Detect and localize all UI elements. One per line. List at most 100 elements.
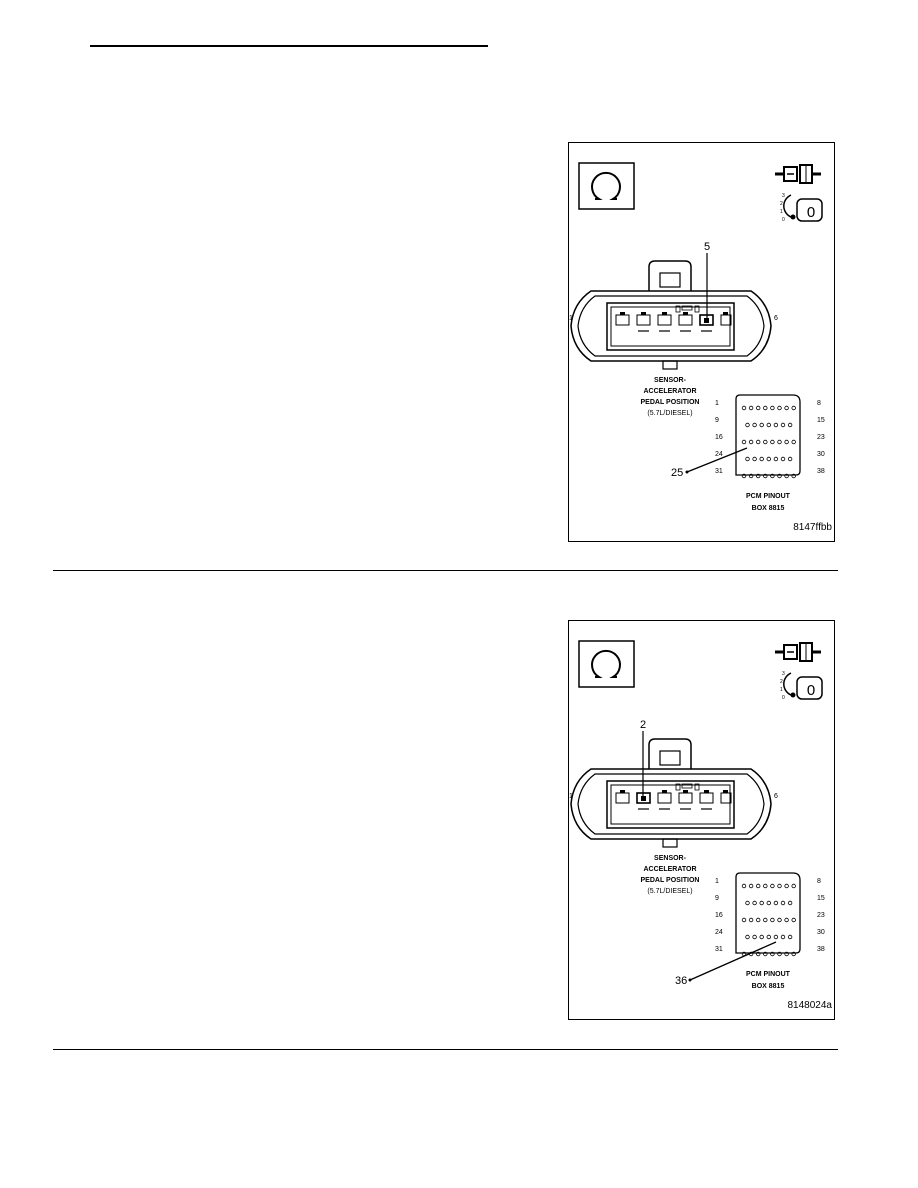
pcm-row-left-5: 31 <box>715 946 723 953</box>
connector-cavity-5 <box>699 790 714 804</box>
disconnect-icon <box>775 164 821 184</box>
pcm-pin-hole <box>777 951 782 957</box>
pcm-pin-hole <box>745 422 750 428</box>
ignition-position: 0 <box>807 682 815 699</box>
pcm-title-line-1: PCM PINOUT <box>746 493 791 500</box>
connector-name: SENSOR- ACCELERATOR PEDAL POSITION (5.7L… <box>641 377 700 417</box>
pcm-pin-hole <box>763 951 768 957</box>
pcm-pin-hole <box>755 917 761 923</box>
pcm-row-left-5: 31 <box>715 468 723 475</box>
pcm-pin-hole <box>770 917 775 923</box>
pcm-row-right-4: 30 <box>817 451 825 458</box>
pcm-row-right-1: 8 <box>817 878 821 885</box>
pcm-pin-hole <box>770 405 775 411</box>
ignition-position: 0 <box>807 204 815 221</box>
connector-left-pin-label: 1 <box>569 793 573 800</box>
connector-name-line-2: ACCELERATOR <box>643 866 696 873</box>
pcm-pin-hole <box>752 456 757 462</box>
pcm-pin-hole <box>787 422 793 428</box>
pcm-pinout-block <box>735 872 801 954</box>
pcm-pin-hole <box>777 473 782 479</box>
pcm-pin-hole <box>773 422 779 428</box>
pcm-pin-hole <box>773 456 779 462</box>
connector-cavity-2 <box>636 792 651 804</box>
connector-name-line-4: (5.7L/DIESEL) <box>647 410 692 417</box>
pcm-pin-hole <box>787 934 793 940</box>
pin-callout: 5 <box>704 241 710 253</box>
connector-cavity-3 <box>657 312 672 326</box>
connector-name-line-3: PEDAL POSITION <box>641 877 700 884</box>
pcm-pin-hole <box>763 405 768 411</box>
pcm-pin-hole <box>791 405 796 411</box>
pcm-pin-hole <box>748 917 754 923</box>
pcm-pin-hole <box>791 883 796 889</box>
pcm-row-left-2: 9 <box>715 895 719 902</box>
pcm-row-left-4: 24 <box>715 929 723 936</box>
pcm-pin-hole <box>770 473 775 479</box>
connector-name-line-2: ACCELERATOR <box>643 388 696 395</box>
pcm-pin-callout-leader <box>686 447 748 473</box>
ignition-scale-1: 1 <box>780 687 783 693</box>
pcm-pin-hole <box>755 951 761 957</box>
pcm-row-right-1: 8 <box>817 400 821 407</box>
pcm-row-labels: 1 9 16 24 31 8 15 23 30 38 <box>715 400 825 475</box>
pcm-pin-hole <box>770 951 775 957</box>
connector-name-line-4: (5.7L/DIESEL) <box>647 888 692 895</box>
ignition-scale-1: 1 <box>780 209 783 215</box>
ignition-scale-0: 0 <box>782 217 785 223</box>
pcm-row-right-3: 23 <box>817 434 825 441</box>
title-underline <box>90 45 488 47</box>
pcm-pin-grid <box>741 405 796 479</box>
pcm-pin-hole <box>748 439 754 445</box>
figure-id: 8147ffbb <box>793 522 832 533</box>
pcm-pin-hole <box>763 439 768 445</box>
pcm-pin-hole <box>773 934 779 940</box>
pcm-row-right-5: 38 <box>817 468 825 475</box>
pcm-pin-hole <box>780 422 786 428</box>
pcm-pin-hole <box>745 900 750 906</box>
pcm-pin-hole <box>748 883 754 889</box>
connector-name-line-1: SENSOR- <box>654 377 687 384</box>
pcm-pin-grid <box>741 883 796 957</box>
pcm-pin-hole <box>766 934 771 940</box>
pcm-pinout-block <box>735 394 801 476</box>
connector-face-view <box>570 260 772 370</box>
pcm-row-right-2: 15 <box>817 417 825 424</box>
pcm-row-right-2: 15 <box>817 895 825 902</box>
pcm-row-right-3: 23 <box>817 912 825 919</box>
connector-name-line-3: PEDAL POSITION <box>641 399 700 406</box>
pcm-row-left-4: 24 <box>715 451 723 458</box>
connector-right-pin-label: 6 <box>774 315 778 322</box>
pcm-pin-hole <box>755 883 761 889</box>
pcm-title: PCM PINOUT BOX 8815 <box>746 971 791 990</box>
ohmmeter-icon <box>578 162 635 210</box>
connector-cavity-1 <box>615 312 630 326</box>
pcm-pin-hole <box>791 439 796 445</box>
pcm-row-right-5: 38 <box>817 946 825 953</box>
pcm-pin-hole <box>791 473 796 479</box>
pcm-title-line-2: BOX 8815 <box>752 983 785 990</box>
pcm-pin-hole <box>784 883 789 889</box>
figure-1: 3 2 1 0 0 5 <box>568 142 835 542</box>
pcm-pin-hole <box>777 883 782 889</box>
pcm-pin-hole <box>770 439 775 445</box>
ohmmeter-icon <box>578 640 635 688</box>
pin-callout: 2 <box>640 719 646 731</box>
section-divider-2 <box>53 1049 838 1050</box>
pcm-title-line-2: BOX 8815 <box>752 505 785 512</box>
connector-cavity-6 <box>720 312 732 326</box>
pcm-pin-hole <box>766 900 771 906</box>
pcm-pin-hole <box>791 917 796 923</box>
pcm-pin-hole <box>759 934 764 940</box>
section-divider-1 <box>53 570 838 571</box>
pcm-pin-callout-leader <box>689 941 777 981</box>
pcm-pin-hole <box>780 934 786 940</box>
pcm-row-labels: 1 9 16 24 31 8 15 23 30 38 <box>715 878 825 953</box>
figure-2: 3 2 1 0 0 2 <box>568 620 835 1020</box>
pcm-pin-hole <box>755 439 761 445</box>
figure-2-diagram: 3 2 1 0 0 2 <box>569 640 832 1011</box>
pcm-pin-callout: 25 <box>671 467 683 479</box>
pcm-row-left-1: 1 <box>715 400 719 407</box>
pcm-row-left-1: 1 <box>715 878 719 885</box>
pcm-pin-hole <box>741 883 747 889</box>
